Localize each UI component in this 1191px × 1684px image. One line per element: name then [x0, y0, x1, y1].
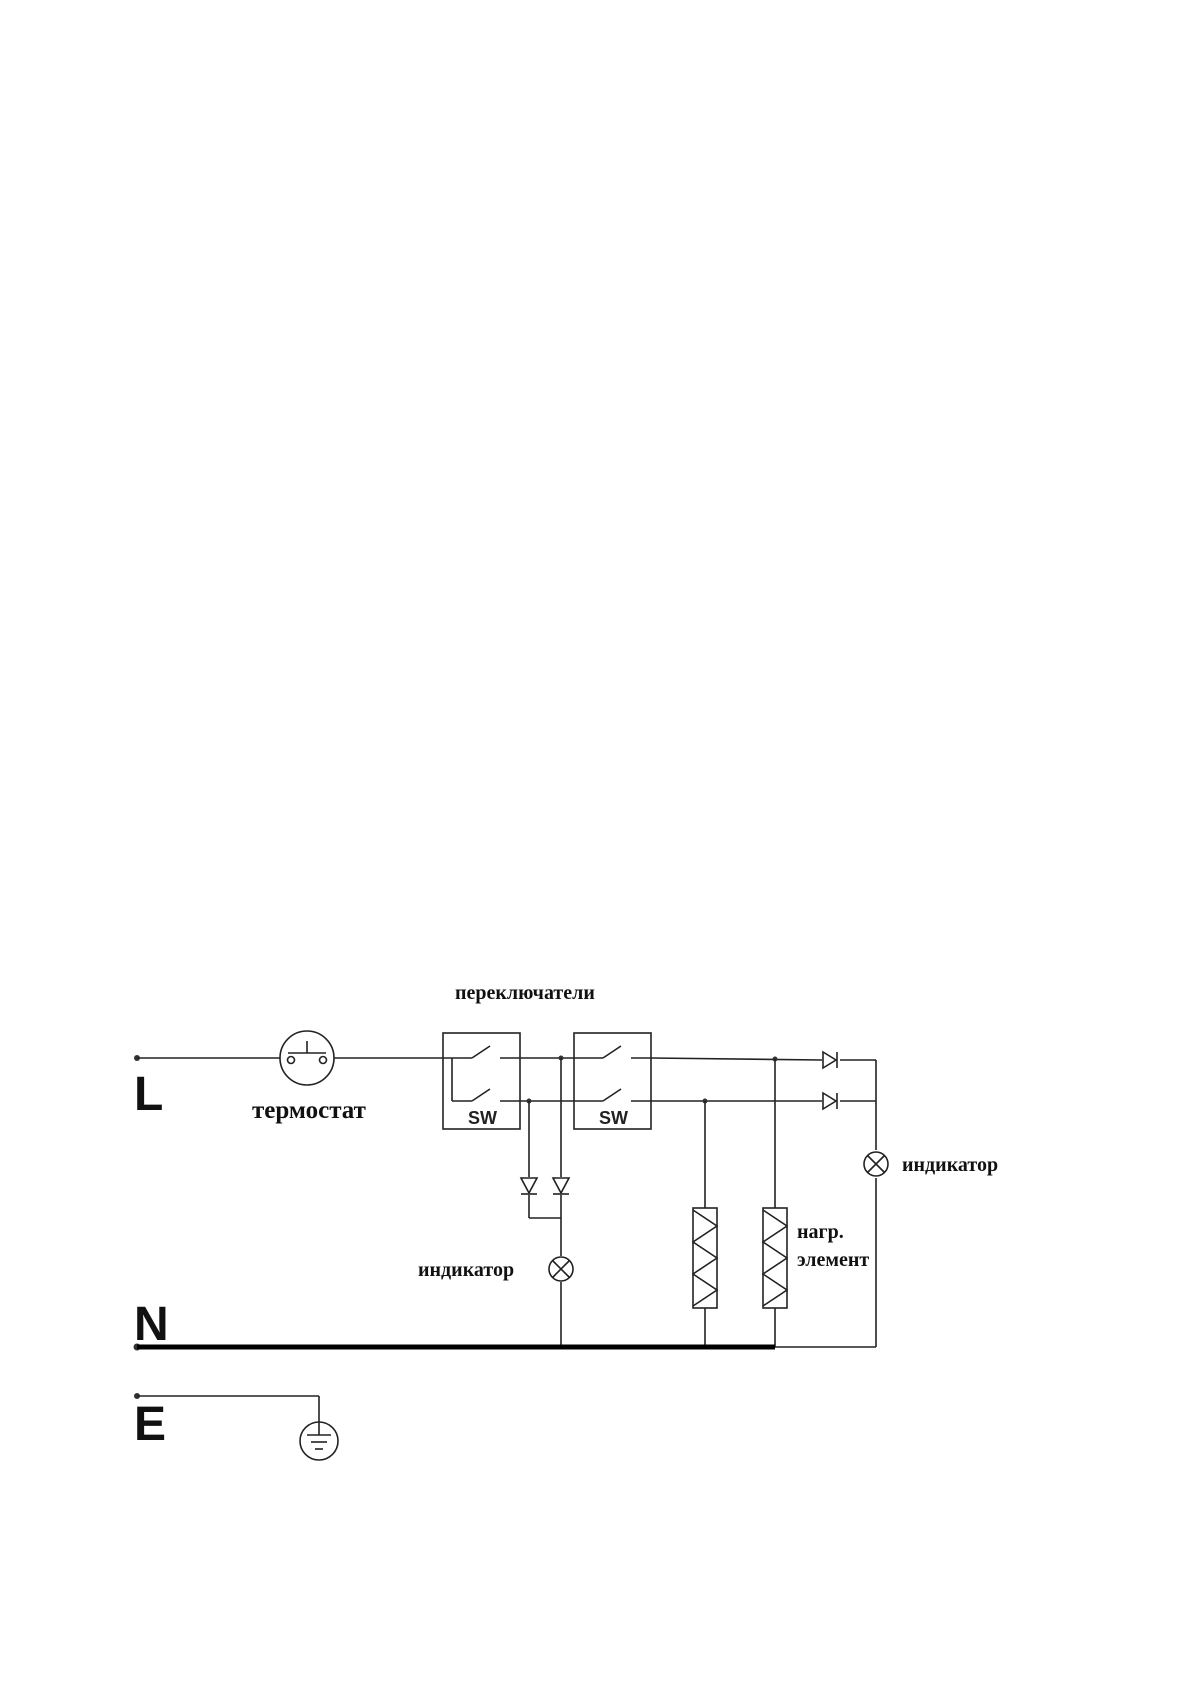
switch-block-1-label: SW: [468, 1108, 497, 1128]
switches-label: переключатели: [455, 982, 595, 1004]
heating-element-2: [761, 1207, 789, 1309]
live-line: [134, 1055, 443, 1061]
thermostat-label: термостат: [252, 1097, 366, 1124]
diode-left-2: [551, 1177, 571, 1195]
indicator-lamp-right: [863, 1151, 889, 1177]
terminal-e-label: E: [134, 1398, 166, 1451]
terminal-n-label: N: [134, 1298, 169, 1351]
earth-line: [134, 1393, 320, 1422]
left-diode-branch: [526, 1055, 564, 1347]
switch-block-2-label: SW: [599, 1108, 628, 1128]
indicator-right-label: индикатор: [902, 1154, 998, 1176]
heating-element-branch: [702, 1056, 778, 1347]
diode-upper-right: [822, 1050, 838, 1070]
diode-left-1: [519, 1177, 539, 1195]
switch-block-1: [442, 1032, 521, 1130]
heater-label-line2: элемент: [797, 1249, 869, 1271]
thermostat-symbol: [279, 1030, 335, 1086]
output-wires: [650, 1057, 877, 1348]
ground-symbol: [299, 1421, 339, 1461]
diode-lower-right: [822, 1091, 838, 1111]
neutral-line: [133, 1343, 775, 1351]
terminal-l-label: L: [134, 1068, 163, 1121]
heater-label-line1: нагр.: [797, 1221, 844, 1243]
heating-element-1: [691, 1207, 719, 1309]
indicator-lamp-left: [548, 1256, 574, 1282]
switch-block-2: [573, 1032, 652, 1130]
indicator-left-label: индикатор: [418, 1259, 514, 1281]
